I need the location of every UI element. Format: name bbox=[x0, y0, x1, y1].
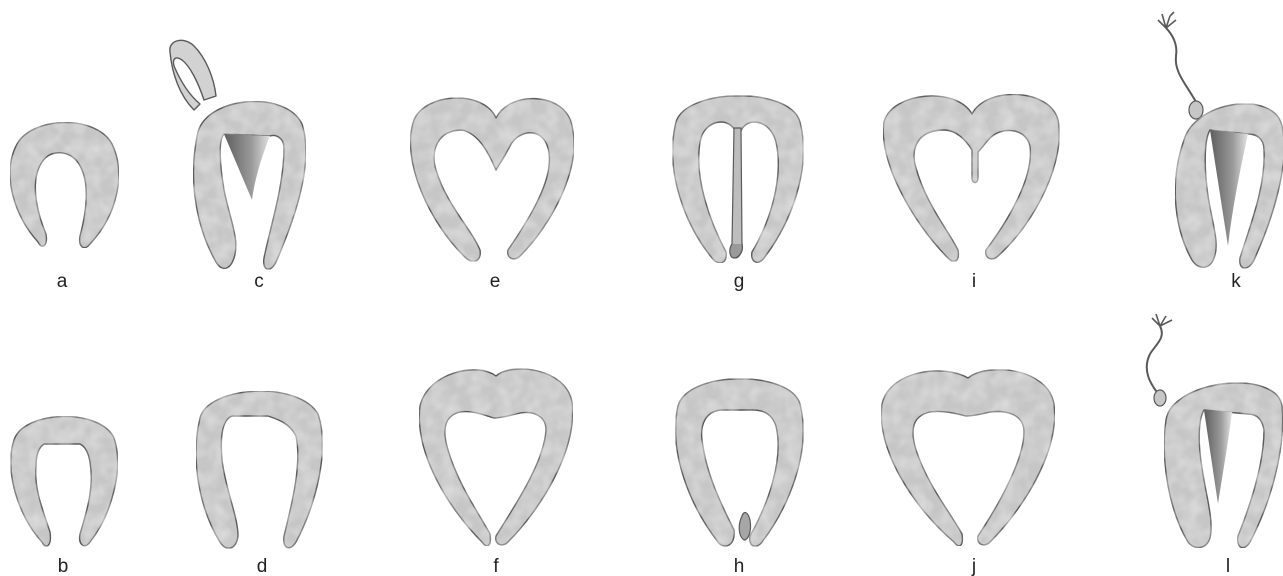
panel-label-e: e bbox=[490, 271, 501, 292]
shape-f bbox=[419, 369, 572, 546]
panel-f: f bbox=[419, 369, 572, 576]
fallopian-tube-k bbox=[1166, 28, 1196, 102]
shape-i bbox=[883, 94, 1059, 261]
shape-j bbox=[881, 370, 1054, 546]
panel-l: l bbox=[1147, 314, 1283, 576]
shape-d bbox=[196, 391, 322, 548]
fallopian-tube-l bbox=[1147, 326, 1162, 396]
panel-label-a: a bbox=[57, 271, 68, 292]
ovary-l bbox=[1154, 390, 1166, 406]
panel-label-k: k bbox=[1231, 271, 1241, 292]
panel-label-i: i bbox=[972, 271, 976, 292]
shape-b bbox=[11, 416, 118, 546]
fimbria-l bbox=[1152, 314, 1172, 326]
panel-label-f: f bbox=[493, 556, 499, 576]
panel-label-j: j bbox=[971, 556, 976, 576]
panel-label-c: c bbox=[254, 271, 264, 292]
panel-k: k bbox=[1158, 12, 1283, 292]
septum-h bbox=[739, 513, 750, 540]
panel-label-g: g bbox=[734, 271, 745, 292]
ovary-k bbox=[1189, 101, 1203, 119]
panel-label-b: b bbox=[58, 556, 69, 576]
panel-label-l: l bbox=[1226, 556, 1230, 576]
panel-h: h bbox=[676, 379, 804, 576]
panel-g: g bbox=[673, 96, 804, 292]
septum-g-tip bbox=[730, 244, 743, 258]
septum-g bbox=[731, 128, 742, 258]
cavity-shading-l bbox=[1204, 410, 1232, 504]
panel-i: i bbox=[883, 94, 1059, 292]
cavity-shading-k bbox=[1210, 130, 1248, 246]
panel-e: e bbox=[410, 98, 573, 292]
fimbria-k bbox=[1158, 12, 1176, 28]
shape-h bbox=[676, 379, 804, 547]
panel-label-h: h bbox=[734, 556, 745, 576]
panel-a: a bbox=[10, 122, 119, 292]
panel-c: c bbox=[170, 40, 306, 292]
shape-a bbox=[10, 122, 119, 247]
panel-label-d: d bbox=[257, 556, 268, 576]
rudimentary-horn bbox=[170, 40, 216, 110]
cavity-shading-c bbox=[224, 134, 270, 200]
panel-d: d bbox=[196, 391, 322, 576]
panel-b: b bbox=[11, 416, 118, 576]
panel-j: j bbox=[881, 370, 1054, 576]
shape-e bbox=[410, 98, 573, 261]
